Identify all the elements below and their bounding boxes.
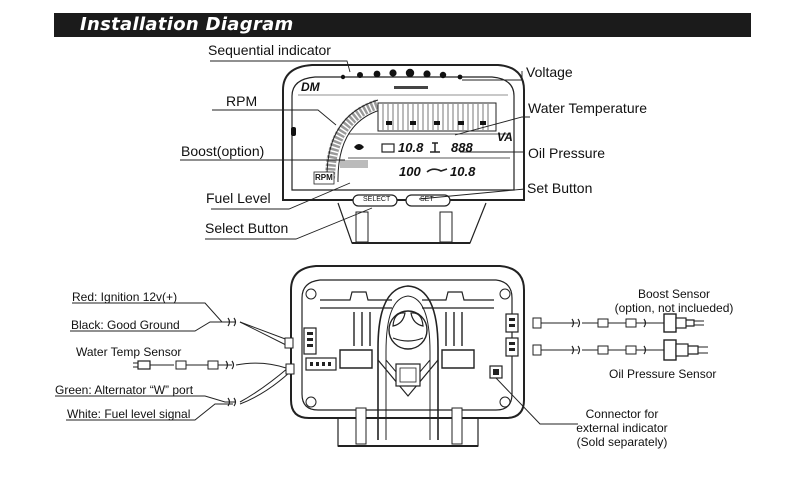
label-water-temperature: Water Temperature — [528, 100, 648, 116]
gauge-side-text: VA — [497, 130, 513, 144]
label-oil-pressure: Oil Pressure — [528, 145, 606, 161]
title-bar: Installation Diagram — [54, 13, 751, 37]
label-boost: Boost(option) — [181, 143, 265, 159]
right-wires — [495, 313, 708, 425]
label-green-wire: Green: Alternator “W” port — [55, 383, 194, 397]
readout-oil: 10.8 — [450, 164, 476, 179]
gauge-back — [290, 265, 525, 447]
label-connector-line2: external indicator — [576, 421, 668, 435]
readout-water: 888 — [451, 140, 473, 155]
label-sequential-indicator: Sequential indicator — [208, 42, 331, 58]
label-connector-line3: (Sold separately) — [576, 435, 668, 449]
left-wires — [55, 302, 295, 421]
diagram-title: Installation Diagram — [80, 14, 294, 35]
readout-volt: 10.8 — [398, 140, 424, 155]
readout-fuel: 100 — [399, 164, 421, 179]
gauge-front — [282, 64, 525, 244]
label-red-wire: Red: Ignition 12v(+) — [72, 290, 178, 304]
label-water-temp-sensor: Water Temp Sensor — [76, 345, 182, 359]
label-fuel-level: Fuel Level — [206, 190, 271, 206]
label-connector-line1: Connector for — [585, 407, 659, 421]
label-black-wire: Black: Good Ground — [71, 318, 180, 332]
gauge-rpm-panel: RPM — [315, 173, 333, 182]
top-leader-lines — [180, 60, 530, 240]
label-boost-sensor-line2: (option, not inclueded) — [614, 301, 734, 315]
label-oil-pressure-sensor: Oil Pressure Sensor — [609, 367, 717, 381]
label-white-wire: White: Fuel level signal — [67, 407, 191, 421]
gauge-brand: DM — [301, 80, 320, 94]
label-select-button: Select Button — [205, 220, 289, 236]
set-button[interactable]: SET — [420, 196, 434, 203]
label-voltage: Voltage — [526, 64, 573, 80]
rpm-bargraph — [377, 102, 497, 132]
label-connector: Connector for external indicator (Sold s… — [566, 407, 678, 449]
rpm-arc — [325, 99, 381, 183]
label-rpm: RPM — [226, 93, 258, 109]
label-boost-sensor-line1: Boost Sensor — [637, 287, 711, 301]
select-button[interactable]: SELECT — [363, 196, 391, 203]
label-set-button: Set Button — [527, 180, 593, 196]
label-boost-sensor: Boost Sensor (option, not inclueded) — [606, 287, 742, 315]
sequential-dots — [340, 68, 463, 80]
